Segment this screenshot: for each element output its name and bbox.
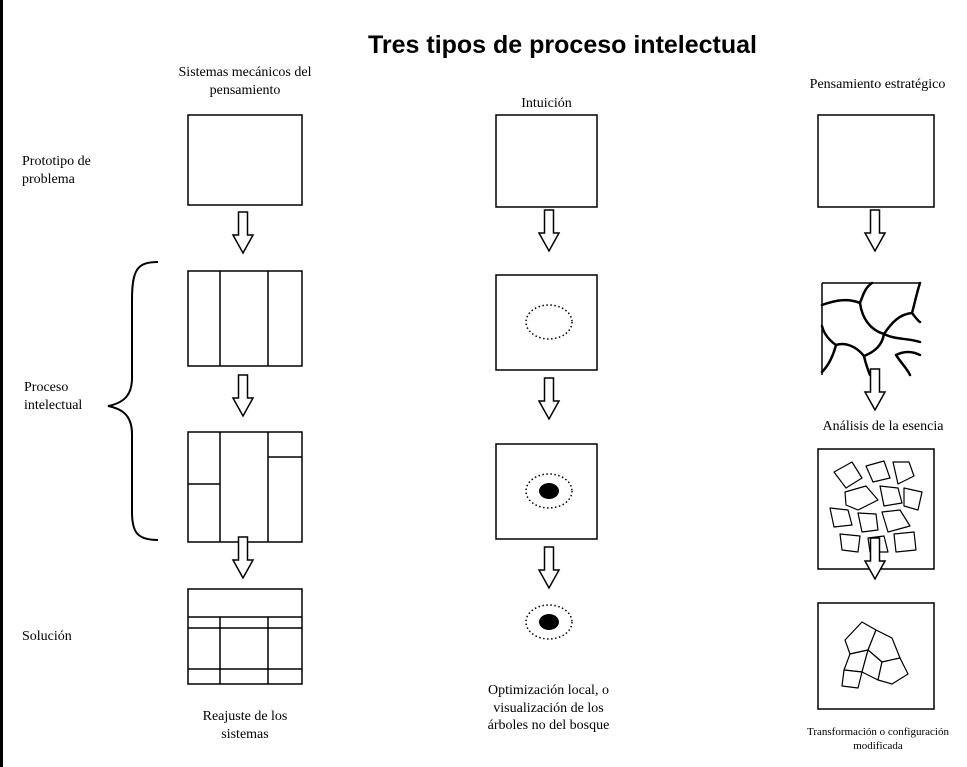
col3-header: Pensamiento estratégico xyxy=(809,77,946,92)
col2-arrow-2 xyxy=(538,377,560,420)
diagram-title: Tres tipos de proceso intelectual xyxy=(368,31,758,59)
col1-header: Sistemas mecánicos del pensamiento xyxy=(178,65,312,98)
col3-problem-box xyxy=(817,114,935,208)
col2-solution-mark xyxy=(525,604,573,640)
col2-arrow-3 xyxy=(538,546,560,589)
col1-problem-box xyxy=(187,114,303,206)
col1-arrow-3 xyxy=(232,536,254,579)
row-label-problem: Prototipo de problema xyxy=(22,154,91,187)
col3-fragments-box xyxy=(817,448,935,570)
row-label-solution: Solución xyxy=(22,629,72,644)
col2-process-box-2 xyxy=(495,443,598,540)
col1-process-box-1 xyxy=(187,270,303,367)
col3-cracked-pattern xyxy=(820,281,922,377)
process-brace xyxy=(107,261,159,541)
col2-problem-box xyxy=(495,114,598,208)
col3-sub-label: Análisis de la esencia xyxy=(822,419,944,434)
col1-caption: Reajuste de los sistemas xyxy=(202,709,288,742)
row-label-process: Proceso intelectual xyxy=(24,380,83,413)
col2-process-box-1 xyxy=(495,274,598,371)
col1-solution-grid xyxy=(187,588,303,685)
col3-caption: Transformación o configuración modificad… xyxy=(807,726,949,752)
col1-process-box-2 xyxy=(187,431,303,543)
col3-reconfigured-box xyxy=(817,602,935,710)
col3-arrow-1 xyxy=(864,209,886,252)
col3-arrow-2 xyxy=(864,368,886,411)
col2-header: Intuición xyxy=(521,96,572,111)
col2-arrow-1 xyxy=(538,209,560,252)
col1-arrow-1 xyxy=(232,211,254,254)
col2-caption: Optimización local, o visualización de l… xyxy=(487,683,610,733)
col1-arrow-2 xyxy=(232,374,254,417)
